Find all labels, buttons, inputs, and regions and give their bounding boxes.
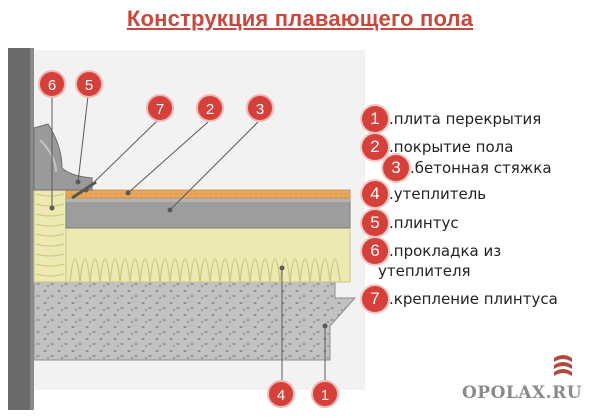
legend-item-4: 4 .утеплитель (362, 181, 486, 207)
callout-7: 7 (146, 94, 174, 122)
legend-item-6: 6 .прокладка из (362, 238, 501, 264)
diagram-title: Конструкция плавающего пола (126, 6, 474, 31)
legend-item-3: 3 .бетонная стяжка (383, 155, 552, 181)
callout-7-label: 7 (156, 101, 164, 118)
legend-text-6-line2: утеплителя (378, 262, 471, 280)
callout-1-label: 1 (321, 387, 329, 404)
legend-text-7: .крепление плинтуса (389, 290, 558, 308)
legend-badge-3: 3 (383, 155, 409, 181)
legend-badge-2: 2 (362, 134, 388, 160)
legend-item-1: 1 .плита перекрытия (362, 106, 541, 132)
legend-item-5: 5 .плинтус (362, 210, 459, 236)
insulation-layer (64, 227, 351, 283)
legend-badge-7: 7 (362, 286, 388, 312)
callout-2: 2 (196, 94, 224, 122)
callout-3: 3 (246, 94, 274, 122)
floor-slab (33, 281, 357, 361)
watermark-text: OPOLAX.RU (462, 383, 583, 403)
legend-badge-5: 5 (362, 210, 388, 236)
callout-6: 6 (38, 70, 66, 98)
callout-5: 5 (75, 70, 103, 98)
callout-6-label: 6 (48, 77, 56, 94)
callout-5-label: 5 (85, 77, 93, 94)
watermark-logo-icon (554, 355, 572, 376)
wall-edge (30, 48, 34, 410)
callout-3-label: 3 (256, 101, 264, 118)
wall (8, 48, 30, 410)
legend-badge-6: 6 (362, 238, 388, 264)
legend-badge-1: 1 (362, 106, 388, 132)
floor-covering (65, 189, 351, 199)
callout-4-label: 4 (277, 387, 285, 404)
edge-insulation-strip (33, 187, 67, 283)
legend-item-7: 7 .крепление плинтуса (362, 286, 558, 312)
screed-layer (65, 197, 351, 229)
legend-item-2: 2 .покрытие пола (362, 134, 513, 160)
callout-4: 4 (267, 380, 295, 408)
legend-text-1: .плита перекрытия (389, 110, 542, 128)
legend-text-6: .прокладка из (389, 242, 502, 260)
callout-1: 1 (311, 380, 339, 408)
leader-dots (49, 179, 328, 329)
legend-text-2: .покрытие пола (389, 138, 514, 156)
leader-lines (51, 95, 326, 380)
callout-2-label: 2 (206, 101, 214, 118)
legend-text-3: .бетонная стяжка (410, 159, 552, 177)
legend-badge-4: 4 (362, 181, 388, 207)
legend-text-4: .утеплитель (389, 185, 487, 203)
legend-text-5: .плинтус (389, 214, 459, 232)
